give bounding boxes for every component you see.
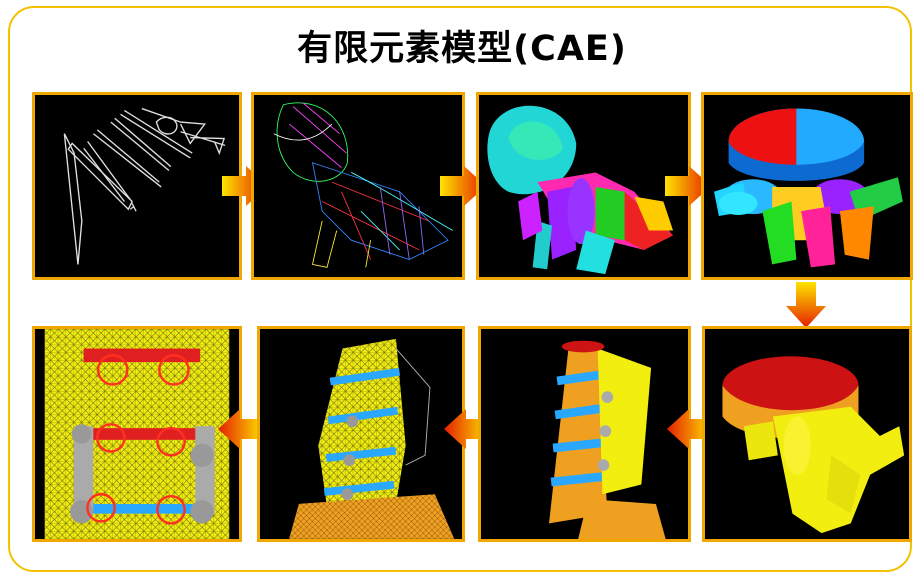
spine-assembly-image [549, 340, 666, 539]
solid-segment-image [714, 108, 903, 268]
stage-8-meshed-detail-panel [32, 326, 242, 542]
stage-7-meshed-spine-panel [257, 326, 465, 542]
solid-vertebra-image [722, 356, 905, 534]
stage-1-curves-panel [32, 92, 242, 280]
stage-6-spine-assembly-panel [478, 326, 691, 542]
stage-5-solid-vertebra-panel [702, 326, 912, 542]
meshed-spine-image [289, 338, 455, 539]
arrow-down [786, 282, 826, 328]
wireframe-image [273, 102, 454, 268]
arrow-left-1 [218, 409, 264, 449]
surfaces-image [487, 105, 674, 275]
arrow-right-2 [440, 166, 486, 206]
stage-2-wireframe-panel [251, 92, 465, 280]
arrow-left-3 [667, 409, 713, 449]
stage-3-surfaces-panel [476, 92, 691, 280]
stage-4-solid-segment-panel [701, 92, 913, 280]
page-title: 有限元素模型(CAE) [297, 29, 627, 69]
meshed-detail-image [44, 329, 230, 539]
curves-image [63, 107, 226, 265]
arrow-right-3 [665, 166, 711, 206]
